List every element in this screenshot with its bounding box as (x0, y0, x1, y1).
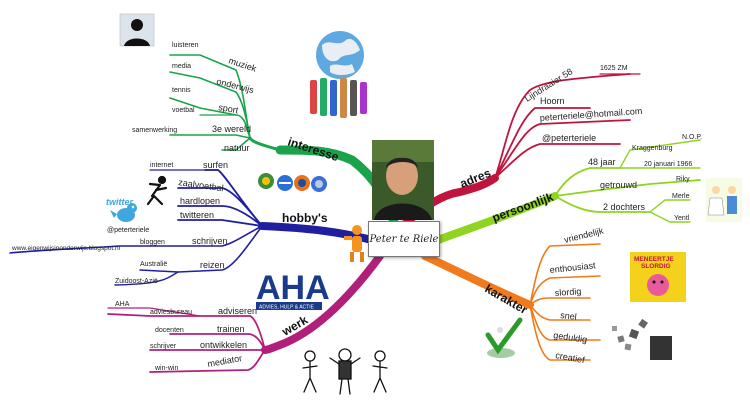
mr-men-book-icon: MENEERTJE SLORDIG (630, 252, 686, 302)
browser-icons (258, 173, 327, 192)
leaf-adviesbureau: adviesbureau (150, 309, 192, 316)
cartoon-figures-icon (302, 348, 388, 395)
branch-hobbys (9, 169, 376, 286)
portrait-photo (372, 140, 434, 220)
silhouette-icon (119, 13, 155, 47)
item-geduldig: geduldig (553, 330, 588, 345)
item-twitteren: twitteren (180, 210, 214, 220)
item-mediator: mediator (207, 353, 243, 369)
wedding-couple-icon (706, 178, 742, 222)
leaf-australie: Australië (140, 261, 167, 268)
item-sport: sport (218, 102, 240, 115)
globe-people-icon (310, 31, 367, 118)
item-reizen: reizen (200, 260, 225, 270)
leaf-schrijver: schrijver (150, 343, 177, 350)
leaf-geboortedatum: 20 januari 1966 (644, 161, 692, 168)
mr-men-title-2: SLORDIG (641, 263, 671, 270)
branch-label-hobbys: hobby's (282, 211, 328, 225)
branch-karakter (421, 243, 601, 361)
item-48-jaar: 48 jaar (588, 157, 616, 167)
branch-label-persoonlijk: persoonlijk (490, 190, 555, 225)
checkmark-icon (485, 317, 523, 358)
item-zaalvoetbal: zaalvoetbal (178, 177, 224, 193)
branch-werk (107, 252, 384, 373)
aha-logo-subtitle: ADVIES, HULP & ACTIE (259, 305, 315, 311)
leaf-nop: N.O.P. (682, 134, 702, 141)
leaf-docenten: docenten (155, 327, 184, 334)
item-2-dochters: 2 dochters (603, 202, 646, 212)
item-trainen: trainen (217, 324, 245, 334)
leaf-kraggenburg: Kraggenburg (632, 145, 673, 152)
leaf-yentl: Yentl (674, 215, 690, 222)
leaf-tennis: tennis (172, 87, 191, 94)
aha-logo: AHA ADVIES, HULP & ACTIE (254, 268, 330, 311)
branch-adres (401, 73, 641, 228)
leaf-win-win: win-win (154, 365, 178, 372)
item-hoorn: Hoorn (540, 96, 565, 106)
runner-icon (146, 175, 168, 206)
cubes-icon (612, 318, 672, 360)
leaf-postcode: 1625 ZM (600, 65, 628, 72)
twitter-logo-text: twitter (106, 197, 133, 207)
item-getrouwd: getrouwd (600, 180, 637, 190)
leaf-internet: internet (150, 162, 173, 169)
mascot-icon (344, 225, 364, 262)
central-node-label: Peter te Riele (369, 233, 439, 245)
leaf-zuidoost-azie: Zuidoost-Azië (115, 278, 158, 285)
leaf-aha: AHA (115, 301, 130, 308)
item-natuur: natuur (224, 143, 250, 153)
item-3e-wereld: 3e wereld (212, 124, 251, 134)
item-adviseren: adviseren (218, 306, 257, 316)
leaf-riky: Riky (676, 176, 690, 183)
item-surfen: surfen (203, 160, 228, 170)
leaf-luisteren: luisteren (172, 42, 199, 49)
leaf-merle: Merle (672, 193, 690, 200)
leaf-blog-url: www.eigenwijsinonderwijs.blogspot.nl (11, 245, 121, 252)
item-vriendelijk: vriendelijk (563, 225, 605, 245)
leaf-media: media (172, 63, 191, 70)
aha-logo-text: AHA (256, 269, 330, 307)
item-ontwikkelen: ontwikkelen (200, 340, 247, 350)
item-adres-twitter: @peterteriele (542, 133, 596, 143)
mr-men-title-1: MENEERTJE (634, 256, 674, 263)
item-muziek: muziek (227, 55, 258, 73)
item-hardlopen: hardlopen (180, 196, 220, 206)
leaf-samenwerking: samenwerking (132, 127, 177, 134)
item-slordig: slordig (554, 286, 581, 298)
twitter-bird-icon (110, 203, 137, 222)
leaf-voetbal: voetbal (172, 107, 195, 114)
branch-persoonlijk (434, 139, 701, 244)
item-enthousiast: enthousiast (549, 260, 596, 275)
item-creatief: creatief (555, 350, 586, 365)
item-snel: snel (560, 310, 577, 322)
branch-label-interesse: interesse (286, 135, 341, 165)
leaf-bloggen: bloggen (140, 239, 165, 246)
leaf-twitter-handle: @peterteriele (107, 227, 149, 234)
item-schrijven: schrijven (192, 236, 228, 246)
central-node: Peter te Riele (368, 221, 440, 257)
